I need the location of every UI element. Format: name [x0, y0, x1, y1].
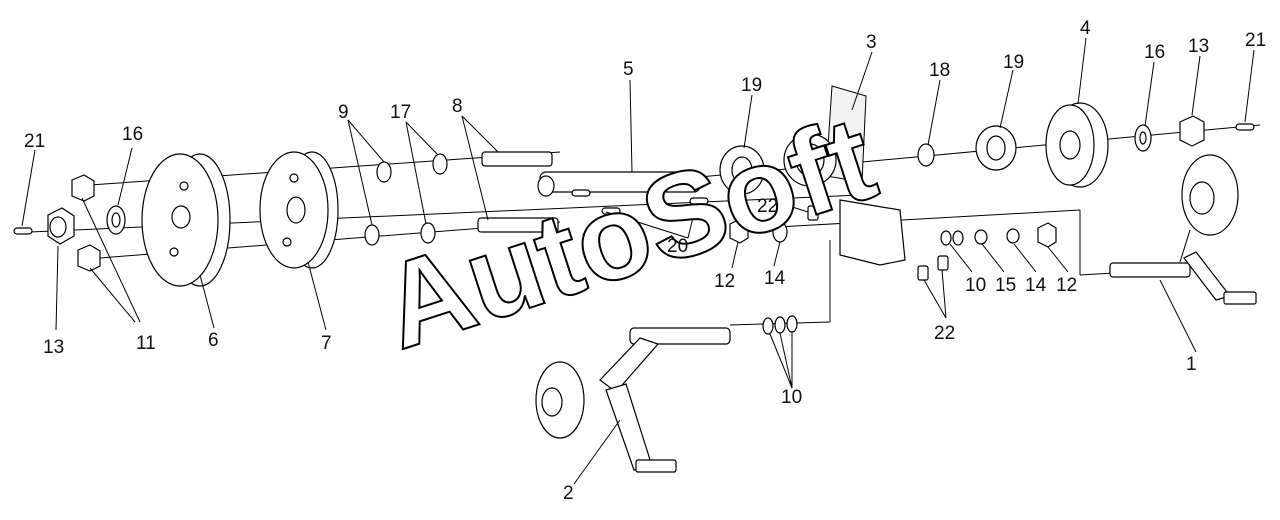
part-6-pulley [141, 153, 231, 287]
leader-lines [21, 37, 1255, 485]
part-5-shaft [537, 171, 701, 197]
callout-17: 17 [390, 102, 411, 123]
callout-22-lower: 22 [934, 323, 955, 344]
part-2-tensioner-arm [535, 327, 731, 473]
part-10-washers-lower [762, 315, 798, 335]
part-4-pulley [1045, 102, 1109, 188]
watermark-text: AutoSoft [367, 91, 890, 375]
callout-5: 5 [623, 59, 634, 80]
callout-13-right: 13 [1188, 36, 1209, 57]
callout-12-right: 12 [1056, 275, 1077, 296]
callout-14-left: 14 [764, 268, 786, 289]
callout-16-left: 16 [122, 124, 143, 145]
part-21-pin-left [13, 227, 33, 235]
callout-19-right: 19 [1003, 52, 1024, 73]
callout-21-right: 21 [1245, 30, 1266, 51]
callout-labels: 21 16 13 11 6 7 9 17 8 5 19 3 18 19 4 16… [24, 18, 1266, 504]
callout-3: 3 [866, 32, 877, 53]
part-22-grease-fittings [807, 205, 949, 281]
callout-14-right: 14 [1025, 275, 1047, 296]
callout-7: 7 [321, 333, 332, 354]
callout-10-right: 10 [965, 275, 986, 296]
callout-2: 2 [563, 483, 574, 504]
part-16-washer-left [106, 205, 126, 235]
part-8-pins [477, 151, 559, 233]
part-16-washer-right [1134, 124, 1152, 152]
part-19-bearing-left [719, 145, 765, 195]
part-3-bracket [783, 85, 906, 266]
callout-13-left: 13 [43, 337, 64, 358]
callout-22-upper: 22 [757, 196, 778, 217]
part-12-nut-left [729, 218, 749, 244]
part-17-rings [420, 153, 448, 244]
callout-20: 20 [667, 236, 688, 257]
callout-10-lower: 10 [781, 387, 802, 408]
callout-11: 11 [136, 333, 156, 354]
washer-stack-right [940, 222, 1057, 248]
part-18-ring [917, 143, 935, 167]
callout-12-left: 12 [714, 271, 735, 292]
callout-1: 1 [1186, 354, 1197, 375]
part-7-pulley [259, 151, 339, 269]
part-1-tensioner-arm [1109, 154, 1257, 305]
callout-18: 18 [929, 60, 950, 81]
part-21-pin-right [1235, 123, 1255, 131]
callout-19-left: 19 [741, 75, 762, 96]
part-19-bearing-right [975, 125, 1017, 171]
callout-8: 8 [452, 96, 463, 117]
callout-9: 9 [338, 102, 349, 123]
callout-6: 6 [208, 330, 219, 351]
part-9-washers [364, 161, 392, 246]
part-13-nut-right [1179, 115, 1205, 147]
callout-21-left: 21 [24, 131, 45, 152]
part-11-nuts [71, 174, 101, 272]
part-13-nut-left [47, 207, 75, 245]
watermark: AutoSoft [366, 90, 891, 376]
callout-4: 4 [1080, 18, 1091, 39]
callout-16-right: 16 [1144, 42, 1165, 63]
callout-15: 15 [995, 275, 1016, 296]
